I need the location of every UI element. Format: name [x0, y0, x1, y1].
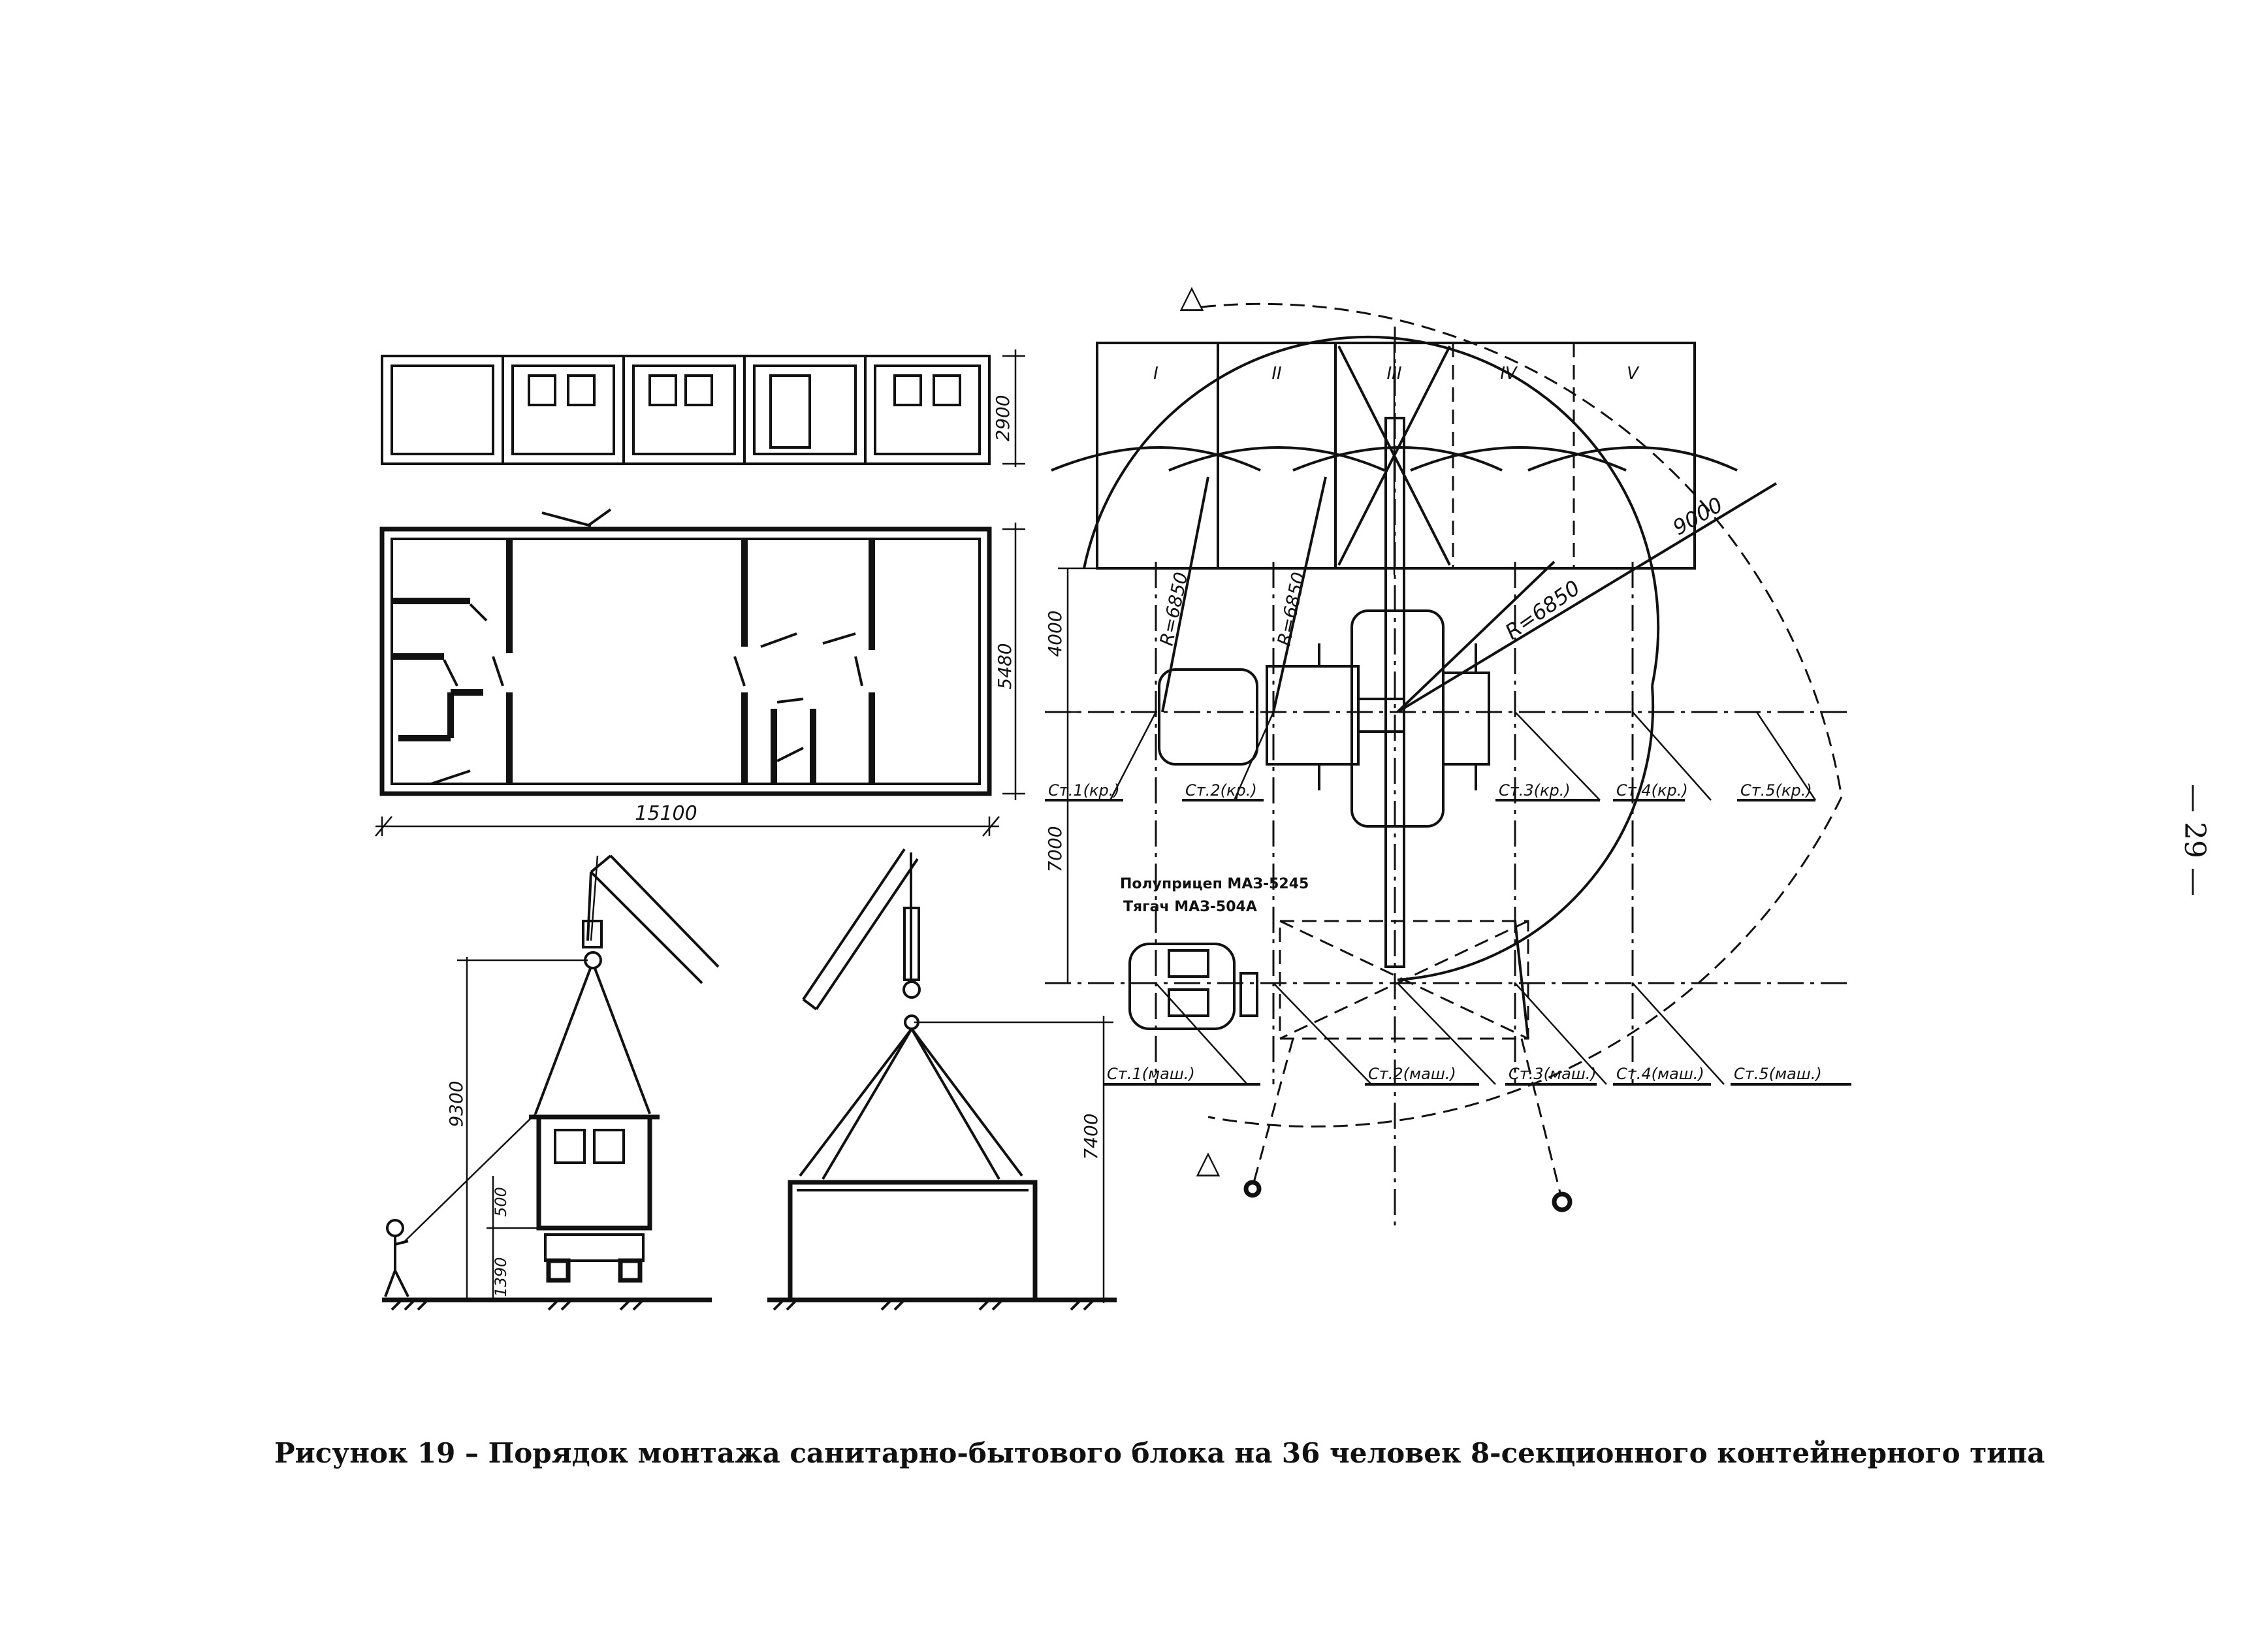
side-height-dim: 7400 [1080, 1113, 1102, 1159]
dim-7000: 7000 [1044, 826, 1066, 872]
radius-6850-left-b: R=6850 [1273, 570, 1310, 648]
truck-station-3: Ст.3(маш.) [1509, 1065, 1597, 1083]
truck-station-2: Ст.2(маш.) [1368, 1065, 1456, 1083]
figure-caption: Рисунок 19 – Порядок монтажа санитарно-б… [274, 1437, 2045, 1469]
hook-height-dim: 9300 [445, 1080, 467, 1127]
base-dim: 1390 [492, 1257, 510, 1297]
section-2-label: II [1271, 364, 1281, 383]
section-5-label: V [1627, 364, 1640, 383]
dim-4000: 4000 [1044, 610, 1066, 656]
radius-9000: 9000 [1669, 492, 1727, 540]
crane-station-1: Ст.1(кр.) [1048, 781, 1120, 800]
plan-width-dim: 5480 [994, 643, 1015, 689]
elevation-height-dim: 2900 [992, 395, 1014, 441]
radius-6850-left-a: R=6850 [1156, 570, 1192, 648]
sling-dim: 500 [492, 1187, 510, 1217]
site-plan: I II III IV V 9000 R=6850 R=6850 R=6850 [1044, 278, 1851, 1228]
truck-station-5: Ст.5(маш.) [1734, 1065, 1822, 1083]
crane-station-3: Ст.3(кр.) [1499, 781, 1571, 800]
warning-icon-top: △ [1180, 278, 1204, 315]
vehicle-tractor-label: Тягач МАЗ-504А [1123, 899, 1257, 915]
truck-station-4: Ст.4(маш.) [1616, 1065, 1704, 1083]
lifting-view-side: 7400 [767, 848, 1117, 1311]
warning-icon-bottom: △ [1196, 1144, 1221, 1180]
section-1-label: I [1153, 364, 1158, 383]
crane-station-5: Ст.5(кр.) [1740, 781, 1812, 800]
crane-station-4: Ст.4(кр.) [1616, 781, 1688, 800]
lifting-view-front: 9300 500 1390 [382, 854, 720, 1311]
crane-station-2: Ст.2(кр.) [1185, 781, 1257, 800]
plan-length-dim: 15100 [635, 802, 697, 825]
block-floor-plan: 5480 15100 [375, 508, 1025, 837]
vehicle-trailer-label: Полуприцеп МАЗ-5245 [1120, 876, 1309, 892]
radius-6850-mid: R=6850 [1501, 575, 1585, 645]
block-elevation: 2900 [381, 349, 1025, 467]
page-number: — 29 — [2178, 784, 2211, 896]
truck-station-1: Ст.1(маш.) [1107, 1065, 1195, 1083]
